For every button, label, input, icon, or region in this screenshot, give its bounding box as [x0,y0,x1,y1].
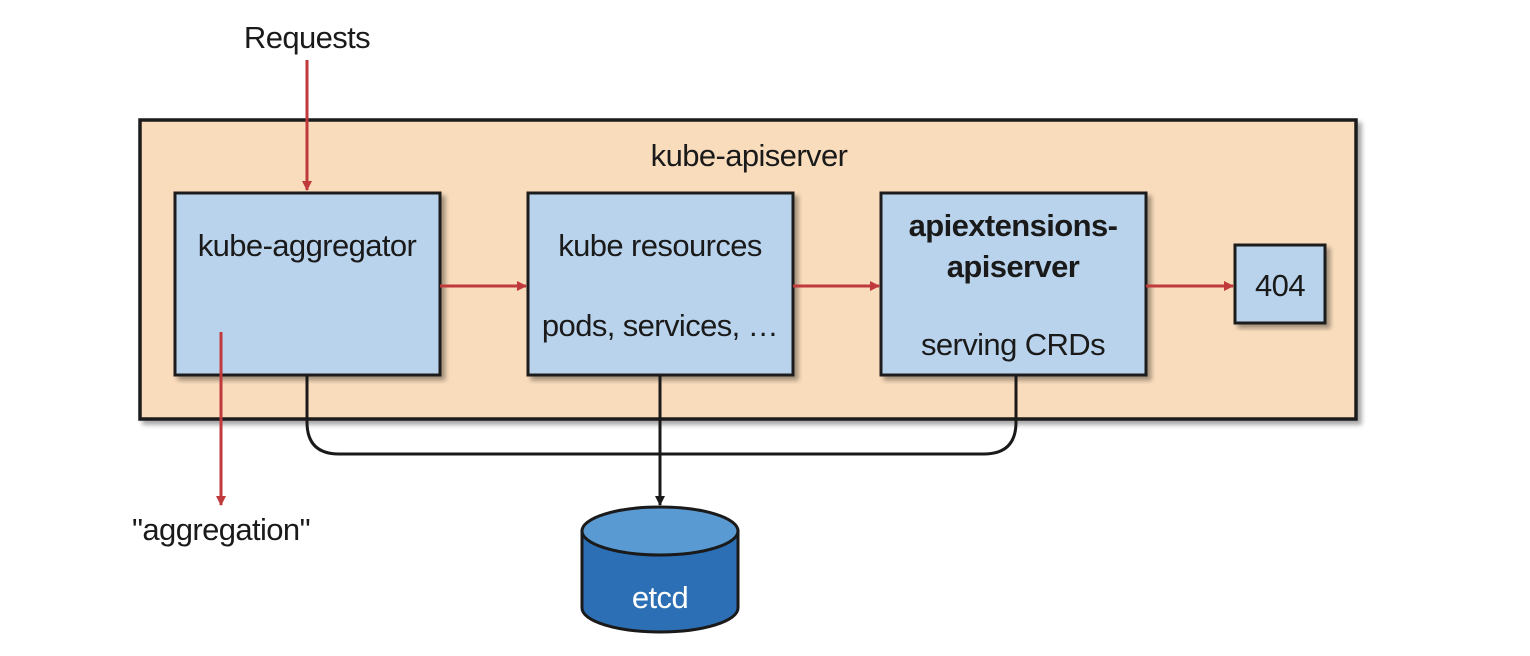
kube-resources-subtitle: pods, services, … [542,308,778,343]
kube-resources-node: kube resources pods, services, … [526,191,795,377]
etcd-label: etcd [632,580,688,615]
kube-aggregator-node: kube-aggregator [173,191,442,377]
kube-resources-title: kube resources [558,228,762,263]
aggregation-label: "aggregation" [132,512,310,547]
apiextensions-title-line2: apiserver [947,249,1080,284]
kube-apiserver-title: kube-apiserver [651,138,848,173]
requests-label: Requests [244,20,370,55]
apiextensions-title-line1: apiextensions- [909,208,1118,243]
etcd-database: etcd [580,505,740,634]
etcd-cylinder-top [580,505,740,557]
apiextensions-subtitle: serving CRDs [921,327,1105,362]
not-found-box [1233,243,1327,325]
etcd-cylinder-body [580,529,740,634]
kube-aggregator-box [173,191,442,377]
kube-resources-box [526,191,795,377]
not-found-label: 404 [1255,268,1305,303]
not-found-node: 404 [1233,243,1327,325]
apiextensions-apiserver-box [879,191,1148,377]
kube-aggregator-title: kube-aggregator [198,228,417,263]
apiextensions-apiserver-node: apiextensions- apiserver serving CRDs [879,191,1148,377]
